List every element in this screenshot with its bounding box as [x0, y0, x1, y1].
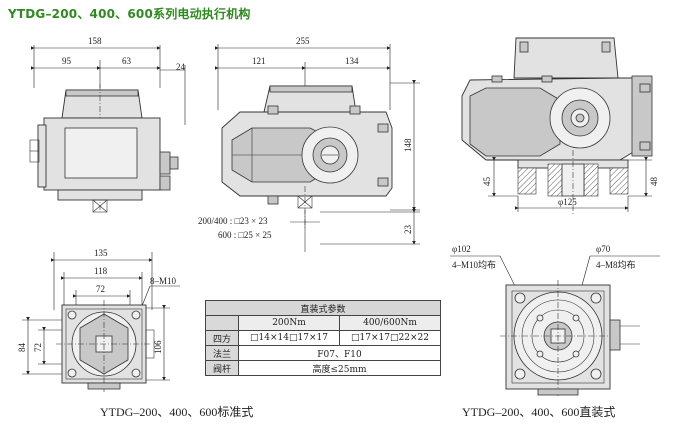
spec-col-400-600nm: 400/600Nm — [339, 315, 441, 331]
spec-table-header: 直装式参数 — [205, 300, 441, 316]
dim-center-left: 121 — [252, 56, 266, 66]
dim-bl-135: 135 — [94, 248, 108, 258]
dim-side-offset: 24 — [176, 62, 186, 72]
dim-left-part: 95 — [62, 56, 72, 66]
dim-flange-height: 45 — [482, 177, 492, 187]
spec-row-label-stem: 阀杆 — [205, 360, 239, 376]
dim-left-overall: 158 — [88, 36, 102, 46]
dim-bl-84: 84 — [17, 343, 27, 353]
dim-bl-72-vertical: 72 — [33, 343, 43, 352]
label-phi70: φ70 — [596, 244, 611, 254]
square-note-2: 600 : □25 × 25 — [218, 230, 272, 240]
direct-mount-spec-table: 直装式参数 200Nm 400/600Nm 四方 □14×14□17×17 □1… — [205, 300, 441, 376]
dim-bl-106: 106 — [153, 340, 163, 354]
dim-diameter-125: φ125 — [558, 197, 577, 207]
left-side-view: 158 95 63 24 — [29, 36, 186, 213]
spec-row-label-square: 四方 — [205, 330, 239, 346]
dim-center-overall: 255 — [296, 36, 310, 46]
dim-center-height: 148 — [403, 138, 413, 152]
bottom-right-view: φ102 4–M10均布 φ70 4–M8均布 — [450, 244, 660, 396]
spec-square-200: □14×14□17×17 — [238, 330, 340, 346]
right-top-view: 45 48 φ125 — [461, 37, 659, 214]
dim-right-height: 48 — [649, 177, 659, 187]
caption-direct-mount-type: YTDG–200、400、600直装式 — [462, 405, 616, 419]
spec-square-400-600: □17×17□22×22 — [339, 330, 441, 346]
drawing-title: YTDG–200、400、600系列电动执行机构 — [8, 7, 251, 21]
bolt-label-8m10: 8–M10 — [150, 276, 177, 286]
bottom-left-view: 135 118 72 8–M10 84 — [17, 248, 180, 392]
caption-standard-type: YTDG–200、400、600标准式 — [100, 405, 254, 419]
label-4m10: 4–M10均布 — [452, 259, 496, 270]
spec-stem-value: 高度≤25mm — [238, 360, 441, 376]
square-note-1: 200/400 : □23 × 23 — [198, 216, 268, 226]
spec-row-label-flange: 法兰 — [205, 345, 239, 361]
spec-corner-cell — [205, 315, 239, 331]
label-4m8: 4–M8均布 — [596, 259, 636, 270]
spec-col-200nm: 200Nm — [238, 315, 340, 331]
dim-center-right: 134 — [345, 56, 359, 66]
center-top-view: 255 121 134 148 23 — [198, 36, 420, 252]
dim-bl-72: 72 — [96, 284, 105, 294]
dim-right-part: 63 — [122, 56, 132, 66]
spec-flange-value: F07、F10 — [238, 345, 441, 361]
label-phi102: φ102 — [452, 244, 471, 254]
dim-bl-118: 118 — [94, 266, 108, 276]
dim-shaft-offset: 23 — [403, 225, 413, 235]
